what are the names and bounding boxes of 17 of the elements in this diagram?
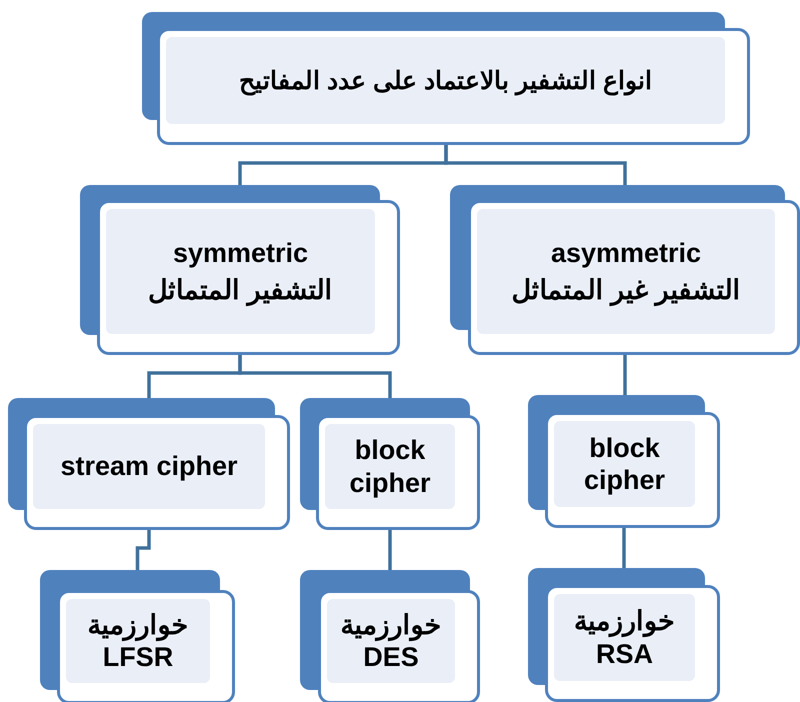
node-text: انواع التشفير بالاعتماد على عدد المفاتيح [239, 66, 652, 96]
connector-line [622, 528, 626, 568]
node-text: block cipher [348, 434, 432, 499]
node-text: التشفير المتماثل [148, 274, 333, 306]
node-text: symmetric [172, 237, 308, 270]
node-text: block cipher [582, 432, 666, 496]
node-text: التشفير غير المتماثل [511, 274, 740, 306]
node-text: خوارزمية RSA [573, 605, 676, 670]
node-text: خوارزمية DES [340, 608, 442, 674]
node-text: stream cipher [60, 450, 238, 483]
node-text: asymmetric [550, 237, 702, 270]
connector-line [136, 530, 151, 570]
connector-line [238, 355, 392, 398]
node-text: خوارزمية LFSR [86, 608, 190, 674]
connector-line [623, 355, 627, 395]
connector-line [444, 145, 627, 185]
connector-line [388, 530, 392, 570]
